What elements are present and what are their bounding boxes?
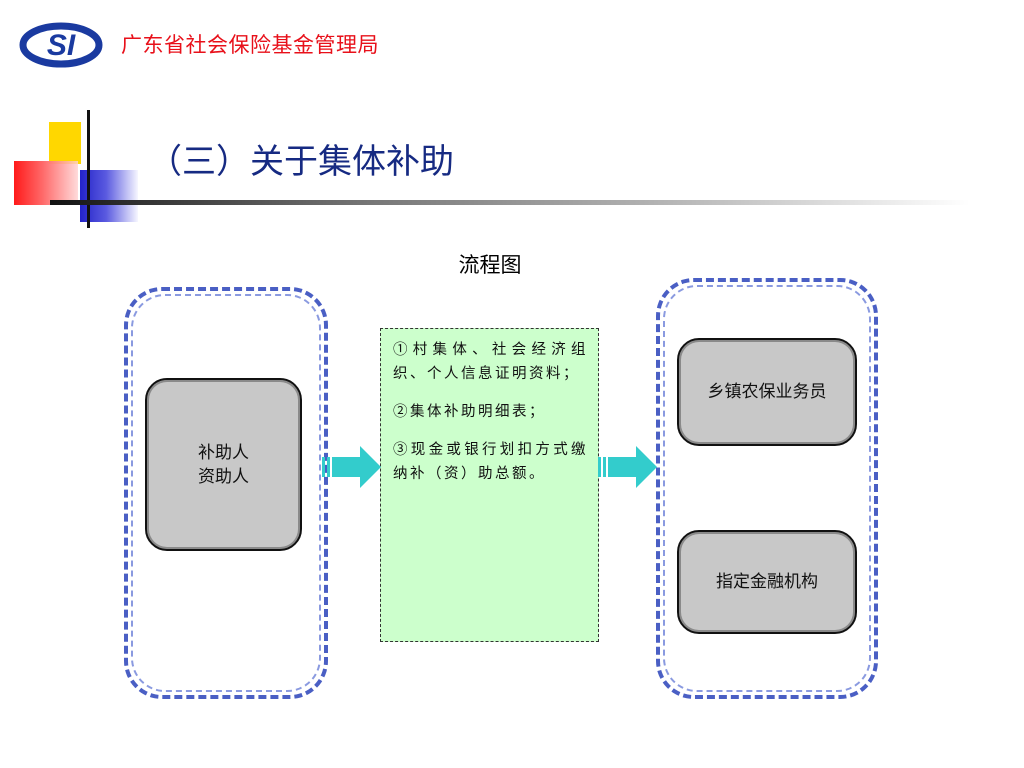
document-item-1: ①村集体、社会经济组织、个人信息证明资料； bbox=[393, 342, 588, 382]
decor-yellow-square bbox=[49, 122, 81, 164]
documents-box: ①村集体、社会经济组织、个人信息证明资料； ②集体补助明细表； ③现金或银行划扣… bbox=[380, 328, 599, 642]
applicant-container bbox=[124, 287, 328, 699]
diagram-title: 流程图 bbox=[458, 253, 522, 277]
si-logo: SI bbox=[18, 20, 104, 70]
township-agent-box: 乡镇农保业务员 bbox=[677, 338, 857, 446]
decor-red-square bbox=[14, 161, 78, 205]
receiver-container bbox=[656, 278, 878, 699]
title-underline bbox=[50, 200, 970, 205]
applicant-box: 补助人 资助人 bbox=[145, 378, 302, 551]
arrow-right-icon bbox=[598, 444, 658, 490]
applicant-label-1: 补助人 bbox=[198, 442, 249, 463]
org-name: 广东省社会保险基金管理局 bbox=[121, 33, 379, 57]
logo-text: SI bbox=[47, 29, 76, 62]
decor-vertical-line bbox=[87, 110, 90, 228]
slide-title: （三）关于集体补助 bbox=[148, 142, 454, 182]
document-item-3: ③现金或银行划扣方式缴纳补（资）助总额。 bbox=[393, 442, 588, 482]
arrow-right-icon bbox=[322, 444, 382, 490]
document-item-2: ②集体补助明细表； bbox=[393, 404, 546, 420]
applicant-label-2: 资助人 bbox=[198, 466, 249, 487]
financial-institution-box: 指定金融机构 bbox=[677, 530, 857, 634]
